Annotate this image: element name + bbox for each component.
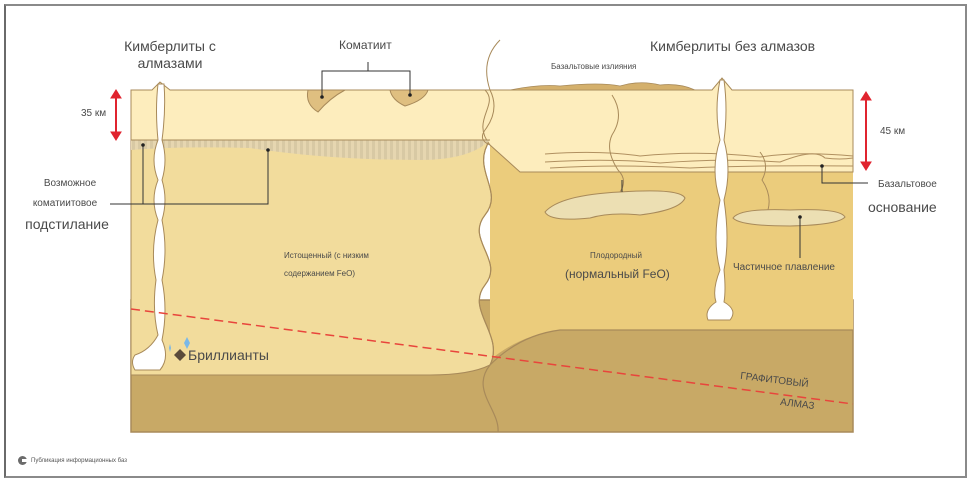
label-diamonds: Бриллианты bbox=[188, 347, 269, 363]
magma-veins bbox=[481, 39, 770, 211]
graphite-diamond-boundary bbox=[130, 308, 854, 405]
label-depth-45km: 45 км bbox=[880, 126, 906, 137]
mantle-boundary-line bbox=[478, 139, 499, 433]
label-partial-melting: Частичное плавление bbox=[733, 262, 835, 273]
label-kimberlites-with-diamonds-2: алмазами bbox=[137, 55, 203, 71]
label-depleted-2: содержанием FeO) bbox=[284, 269, 356, 278]
melt-pocket-partial bbox=[732, 209, 846, 227]
crust-right bbox=[482, 77, 854, 173]
label-kimberlites-with-diamonds-1: Кимберлиты с bbox=[124, 38, 216, 54]
label-underplating-1: Возможное bbox=[43, 178, 97, 189]
label-depth-35km: 35 км bbox=[81, 108, 107, 119]
komatiite-body-2 bbox=[389, 89, 429, 107]
depth-arrow-right bbox=[860, 91, 872, 171]
label-kimberlites-without-diamonds: Кимберлиты без алмазов bbox=[650, 38, 816, 54]
fertile-deep-boundary bbox=[489, 329, 853, 366]
kimberlite-pipe-right bbox=[706, 79, 734, 321]
label-basalt-base-2: основание bbox=[868, 199, 937, 215]
label-basalt-flows: Базальтовые излияния bbox=[551, 62, 637, 71]
leader-lines bbox=[110, 62, 868, 258]
label-komatiite: Коматиит bbox=[339, 38, 392, 52]
basalt-base-lines bbox=[544, 151, 854, 169]
label-fertile-2: (нормальный FeO) bbox=[565, 267, 670, 281]
diamond-gem-icon bbox=[169, 337, 190, 361]
leader-dots bbox=[141, 93, 824, 219]
depth-arrow-left bbox=[110, 89, 122, 141]
komatiite-body-1 bbox=[307, 89, 346, 113]
melt-pocket-fertile bbox=[544, 190, 686, 220]
label-underplating-3: подстилание bbox=[25, 216, 109, 232]
komatiite-underplating-band bbox=[131, 140, 490, 160]
footer-text: Публикация информационных баз bbox=[31, 457, 127, 464]
label-depleted-1: Истощенный (с низким bbox=[284, 251, 369, 260]
kimberlite-pipe-left bbox=[132, 83, 166, 371]
label-basalt-base-1: Базальтовое bbox=[878, 179, 937, 190]
label-underplating-2: коматиитовое bbox=[32, 198, 98, 209]
basalt-flows bbox=[509, 82, 696, 91]
publisher-logo-icon bbox=[18, 456, 27, 465]
fertile-mantle-layer bbox=[490, 145, 853, 360]
label-fertile-1: Плодородный bbox=[590, 251, 642, 260]
footer: Публикация информационных баз bbox=[18, 456, 127, 465]
